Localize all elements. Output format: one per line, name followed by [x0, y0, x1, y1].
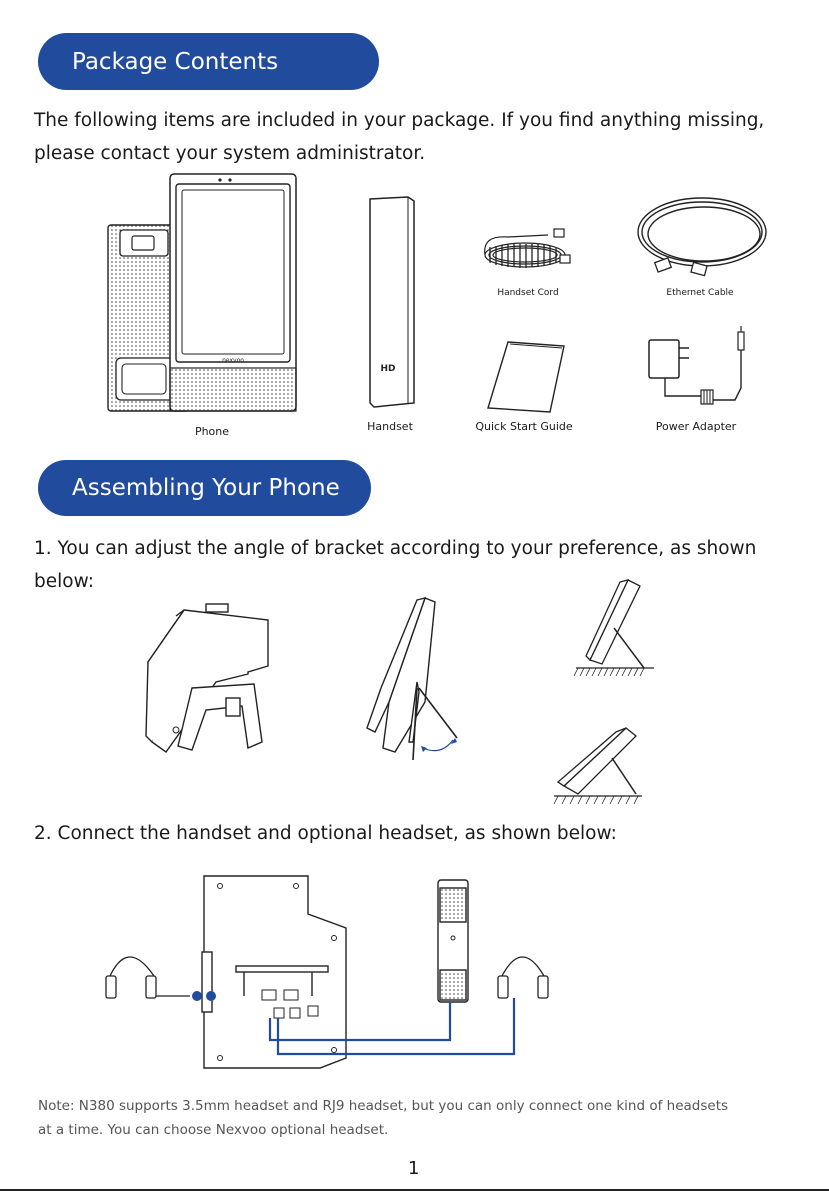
package-contents-header: Package Contents: [38, 33, 379, 90]
step1-line-2: below:: [34, 571, 94, 592]
assembling-header: Assembling Your Phone: [38, 460, 371, 516]
bottom-rule: [0, 1189, 829, 1191]
ethernet-cable-caption: Ethernet Cable: [666, 288, 734, 298]
ethernet-cable-illustration: [637, 197, 767, 277]
handset-cord-illustration: [484, 228, 571, 268]
handset-caption: Handset: [367, 420, 413, 433]
bracket-back-illustration: [145, 603, 269, 753]
hd-mark: HD: [380, 364, 395, 374]
handset-cord-caption: Handset Cord: [497, 288, 559, 298]
step1-line-1: 1. You can adjust the angle of bracket a…: [34, 538, 757, 559]
connection-diagram: [105, 875, 549, 1069]
page-number: 1: [408, 1158, 420, 1179]
note-line-2: at a time. You can choose Nexvoo optiona…: [38, 1122, 389, 1138]
phone-caption: Phone: [194, 425, 230, 438]
power-adapter-caption: Power Adapter: [655, 420, 737, 433]
intro-line-2: please contact your system administrator…: [34, 143, 426, 164]
quick-start-guide-illustration: [487, 341, 565, 413]
handset-illustration: HD: [369, 196, 415, 408]
phone-brand-text: nexvoo: [222, 357, 244, 364]
bracket-side-illustration: [366, 597, 458, 761]
assembling-title: Assembling Your Phone: [72, 475, 340, 501]
package-contents-title: Package Contents: [72, 48, 279, 75]
power-adapter-illustration: [648, 326, 745, 405]
angle-view-steep-illustration: [573, 579, 654, 677]
quick-start-guide-caption: Quick Start Guide: [475, 420, 573, 433]
phone-illustration: nexvoo: [107, 173, 297, 412]
note-line-1: Note: N380 supports 3.5mm headset and RJ…: [38, 1098, 729, 1114]
angle-view-flat-illustration: [553, 727, 642, 805]
intro-line-1: The following items are included in your…: [34, 110, 765, 131]
step2-text: 2. Connect the handset and optional head…: [34, 823, 617, 844]
